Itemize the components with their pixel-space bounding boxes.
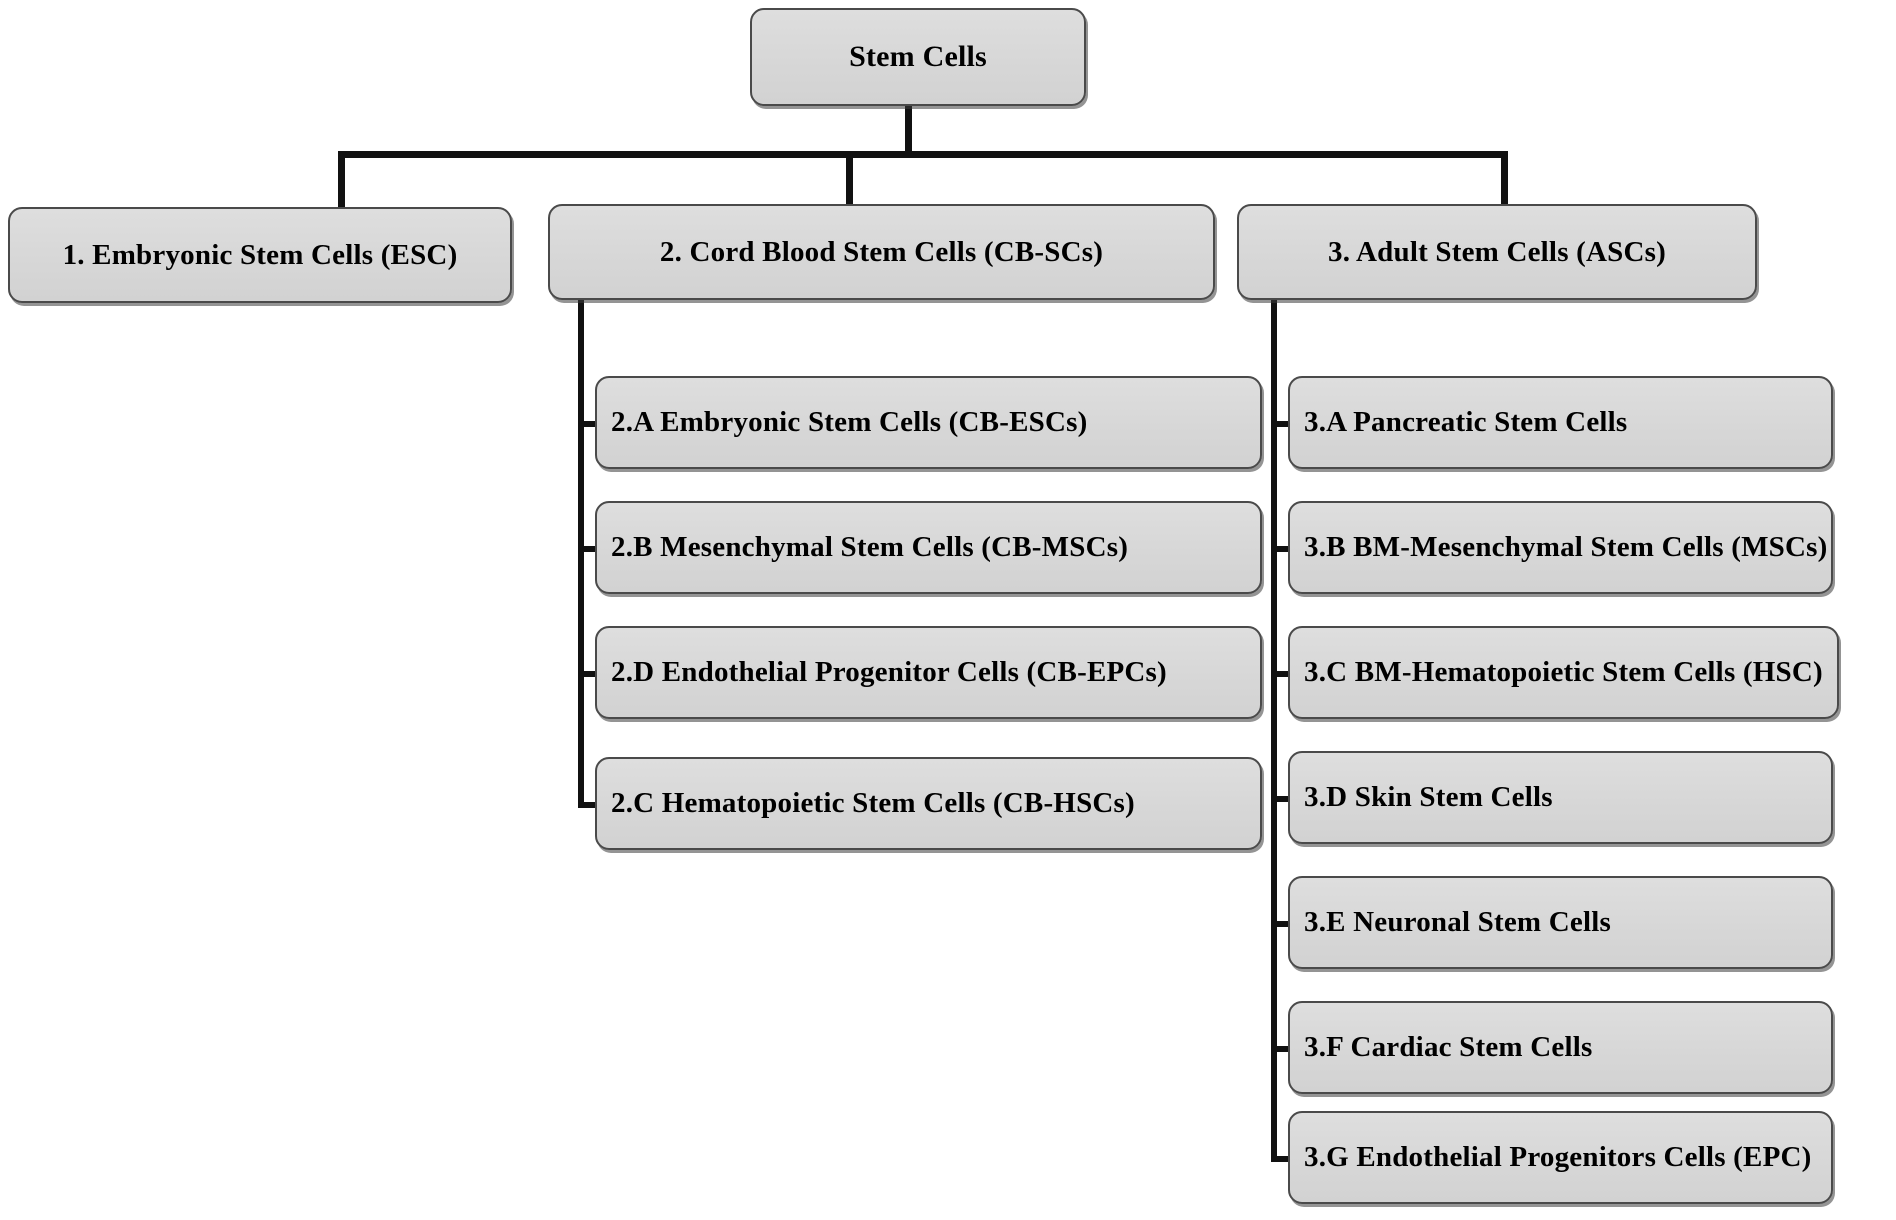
node-label: 3.C BM-Hematopoietic Stem Cells (HSC) [1304, 656, 1823, 688]
connector-root-stem [905, 105, 912, 157]
connector-stub-asc-5 [1271, 921, 1293, 927]
connector-stub-asc-7 [1271, 1156, 1293, 1162]
node-asc-cardiac-stem-cells[interactable]: 3.F Cardiac Stem Cells [1288, 1001, 1833, 1094]
node-adult-stem-cells[interactable]: 3. Adult Stem Cells (ASCs) [1237, 204, 1757, 300]
node-embryonic-stem-cells[interactable]: 1. Embryonic Stem Cells (ESC) [8, 207, 512, 303]
node-label: 2. Cord Blood Stem Cells (CB-SCs) [659, 235, 1104, 268]
connector-stub-cb-1 [578, 421, 600, 427]
node-asc-bm-mesenchymal-stem-cells[interactable]: 3.B BM-Mesenchymal Stem Cells (MSCs) [1288, 501, 1833, 594]
node-asc-neuronal-stem-cells[interactable]: 3.E Neuronal Stem Cells [1288, 876, 1833, 969]
node-cb-endothelial-progenitor-cells[interactable]: 2.D Endothelial Progenitor Cells (CB-EPC… [595, 626, 1262, 719]
connector-stub-cb-4 [578, 802, 600, 808]
connector-stub-cb-2 [578, 546, 600, 552]
node-label: 3.G Endothelial Progenitors Cells (EPC) [1304, 1141, 1812, 1173]
node-label: Stem Cells [849, 40, 987, 73]
node-cb-mesenchymal-stem-cells[interactable]: 2.B Mesenchymal Stem Cells (CB-MSCs) [595, 501, 1262, 594]
connector-cbsc-spine [578, 300, 584, 808]
node-asc-pancreatic-stem-cells[interactable]: 3.A Pancreatic Stem Cells [1288, 376, 1833, 469]
connector-stub-asc-6 [1271, 1046, 1293, 1052]
connector-drop-asc [1501, 151, 1508, 207]
node-cb-embryonic-stem-cells[interactable]: 2.A Embryonic Stem Cells (CB-ESCs) [595, 376, 1262, 469]
node-label: 3.A Pancreatic Stem Cells [1304, 406, 1628, 438]
node-label: 3.B BM-Mesenchymal Stem Cells (MSCs) [1304, 531, 1828, 563]
node-label: 2.B Mesenchymal Stem Cells (CB-MSCs) [611, 531, 1129, 563]
node-label: 2.D Endothelial Progenitor Cells (CB-EPC… [611, 656, 1167, 688]
connector-stub-asc-1 [1271, 421, 1293, 427]
node-asc-skin-stem-cells[interactable]: 3.D Skin Stem Cells [1288, 751, 1833, 844]
node-label: 3.D Skin Stem Cells [1304, 781, 1553, 813]
node-label: 2.C Hematopoietic Stem Cells (CB-HSCs) [611, 787, 1135, 819]
connector-stub-asc-4 [1271, 796, 1293, 802]
node-label: 3.E Neuronal Stem Cells [1304, 906, 1611, 938]
connector-stub-asc-3 [1271, 671, 1293, 677]
connector-stub-cb-3 [578, 671, 600, 677]
connector-stub-asc-2 [1271, 546, 1293, 552]
connector-drop-cbsc [846, 151, 853, 207]
node-asc-bm-hematopoietic-stem-cells[interactable]: 3.C BM-Hematopoietic Stem Cells (HSC) [1288, 626, 1839, 719]
connector-level2-bus [338, 151, 1508, 158]
node-label: 2.A Embryonic Stem Cells (CB-ESCs) [611, 406, 1088, 438]
node-label: 3.F Cardiac Stem Cells [1304, 1031, 1593, 1063]
node-stem-cells-root[interactable]: Stem Cells [750, 8, 1086, 106]
connector-asc-spine [1271, 300, 1277, 1162]
node-asc-endothelial-progenitors-cells[interactable]: 3.G Endothelial Progenitors Cells (EPC) [1288, 1111, 1833, 1204]
node-label: 1. Embryonic Stem Cells (ESC) [62, 238, 458, 271]
node-cord-blood-stem-cells[interactable]: 2. Cord Blood Stem Cells (CB-SCs) [548, 204, 1215, 300]
node-cb-hematopoietic-stem-cells[interactable]: 2.C Hematopoietic Stem Cells (CB-HSCs) [595, 757, 1262, 850]
node-label: 3. Adult Stem Cells (ASCs) [1328, 235, 1666, 268]
connector-drop-esc [338, 151, 345, 207]
